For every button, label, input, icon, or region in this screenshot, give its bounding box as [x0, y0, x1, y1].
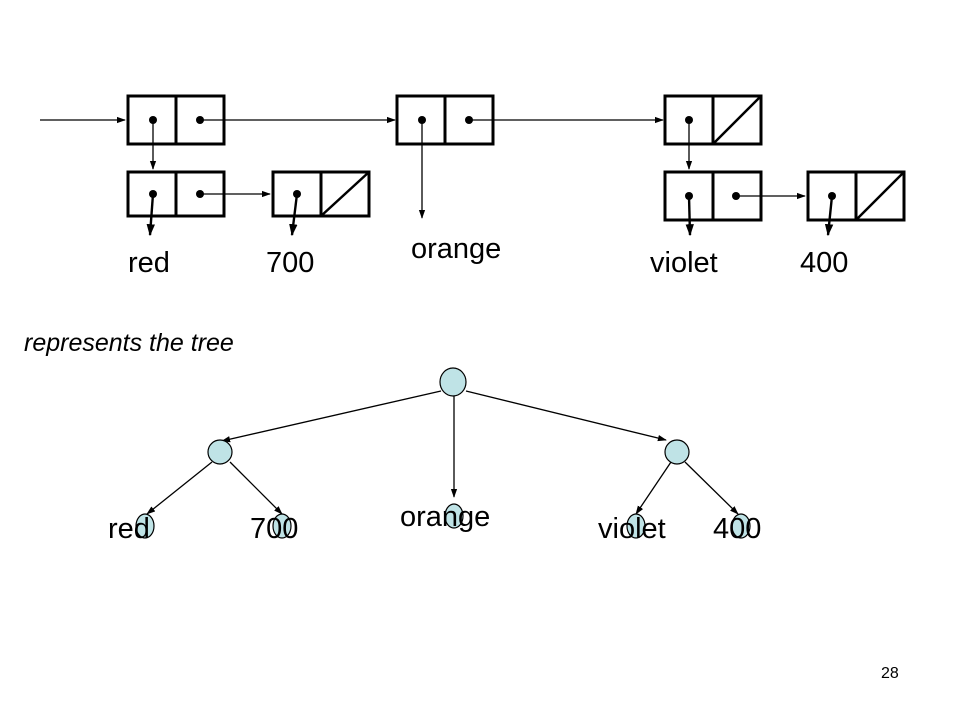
list-label-400: 400 [800, 247, 848, 279]
tree-label-red: red [108, 513, 150, 545]
tree-root-node [439, 367, 467, 397]
list-label-red: red [128, 247, 170, 279]
tree-leaf-700 [272, 513, 292, 539]
tree-label-700: 700 [250, 513, 298, 545]
null-slash [855, 171, 905, 221]
tree-label-violet: violet [598, 513, 666, 545]
caption-text: represents the tree [24, 329, 234, 357]
value-arrow-violet [685, 195, 694, 237]
null-slash [712, 95, 762, 145]
tree-label-orange: orange [400, 501, 490, 533]
tree-leaf-red [135, 513, 155, 539]
linked-list-diagram: red 700 orange violet 400 [40, 94, 906, 279]
tree-leaf-400 [731, 513, 751, 539]
sublist1-node-2 [271, 170, 371, 218]
value-arrow-700 [289, 193, 299, 237]
edge-right-violet [635, 461, 672, 515]
value-arrow-red [146, 193, 155, 237]
edge-root-right [465, 390, 667, 442]
value-arrow-400 [824, 195, 834, 237]
edge-right-400 [684, 461, 739, 515]
tree-diagram: red 700 orange violet 400 [108, 367, 761, 545]
top-list-node-1 [126, 94, 226, 146]
top-list-node-3 [663, 94, 763, 146]
tree-label-400: 400 [713, 513, 761, 545]
tree-leaf-orange [444, 503, 464, 529]
edge-left-red [146, 461, 213, 515]
list-label-orange: orange [411, 233, 501, 265]
edge-root-left [221, 390, 442, 443]
tree-leaf-violet [626, 513, 646, 539]
tree-left-node [207, 439, 233, 465]
null-slash [320, 171, 370, 217]
edge-left-700 [229, 461, 283, 515]
sublist2-node-2 [806, 170, 906, 222]
tree-right-node [664, 439, 690, 465]
list-label-violet: violet [650, 247, 718, 279]
list-label-700: 700 [266, 247, 314, 279]
page-number: 28 [881, 665, 899, 682]
